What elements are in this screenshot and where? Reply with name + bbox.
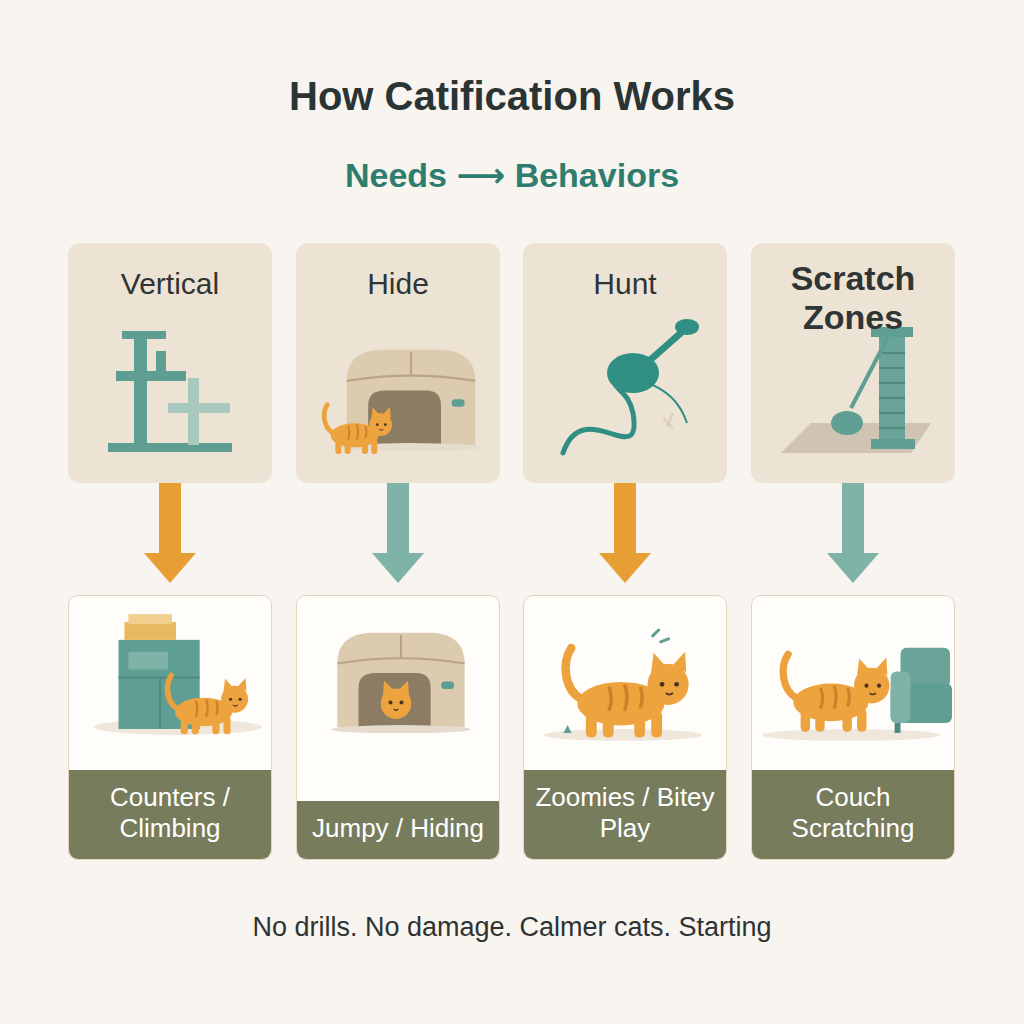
need-card: Hunt (523, 243, 727, 483)
need-card: Scratch Zones (751, 243, 955, 483)
flow-arrow (144, 483, 196, 583)
diagram-title: How Catification Works (0, 74, 1024, 119)
behavior-card: Zoomies / Bitey Play (523, 595, 727, 860)
flow-arrow (599, 483, 651, 583)
need-label: Vertical (68, 243, 272, 302)
need-card: Hide (296, 243, 500, 483)
need-label: Hunt (523, 243, 727, 302)
behavior-label: Zoomies / Bitey Play (524, 770, 726, 859)
behavior-label: Jumpy / Hiding (297, 801, 499, 859)
flow-arrow (827, 483, 879, 583)
subtitle: Needs ⟶ Behaviors (0, 155, 1024, 195)
caption: No drills. No damage. Calmer cats. Start… (0, 912, 1024, 943)
need-label: Scratch Zones (751, 243, 955, 337)
flow-arrow (372, 483, 424, 583)
behavior-card: Counters / Climbing (68, 595, 272, 860)
behavior-label: Counters / Climbing (69, 770, 271, 859)
behavior-label: Couch Scratching (752, 770, 954, 859)
behavior-card: Jumpy / Hiding (296, 595, 500, 860)
need-label: Hide (296, 243, 500, 302)
behavior-card: Couch Scratching (751, 595, 955, 860)
need-card: Vertical (68, 243, 272, 483)
